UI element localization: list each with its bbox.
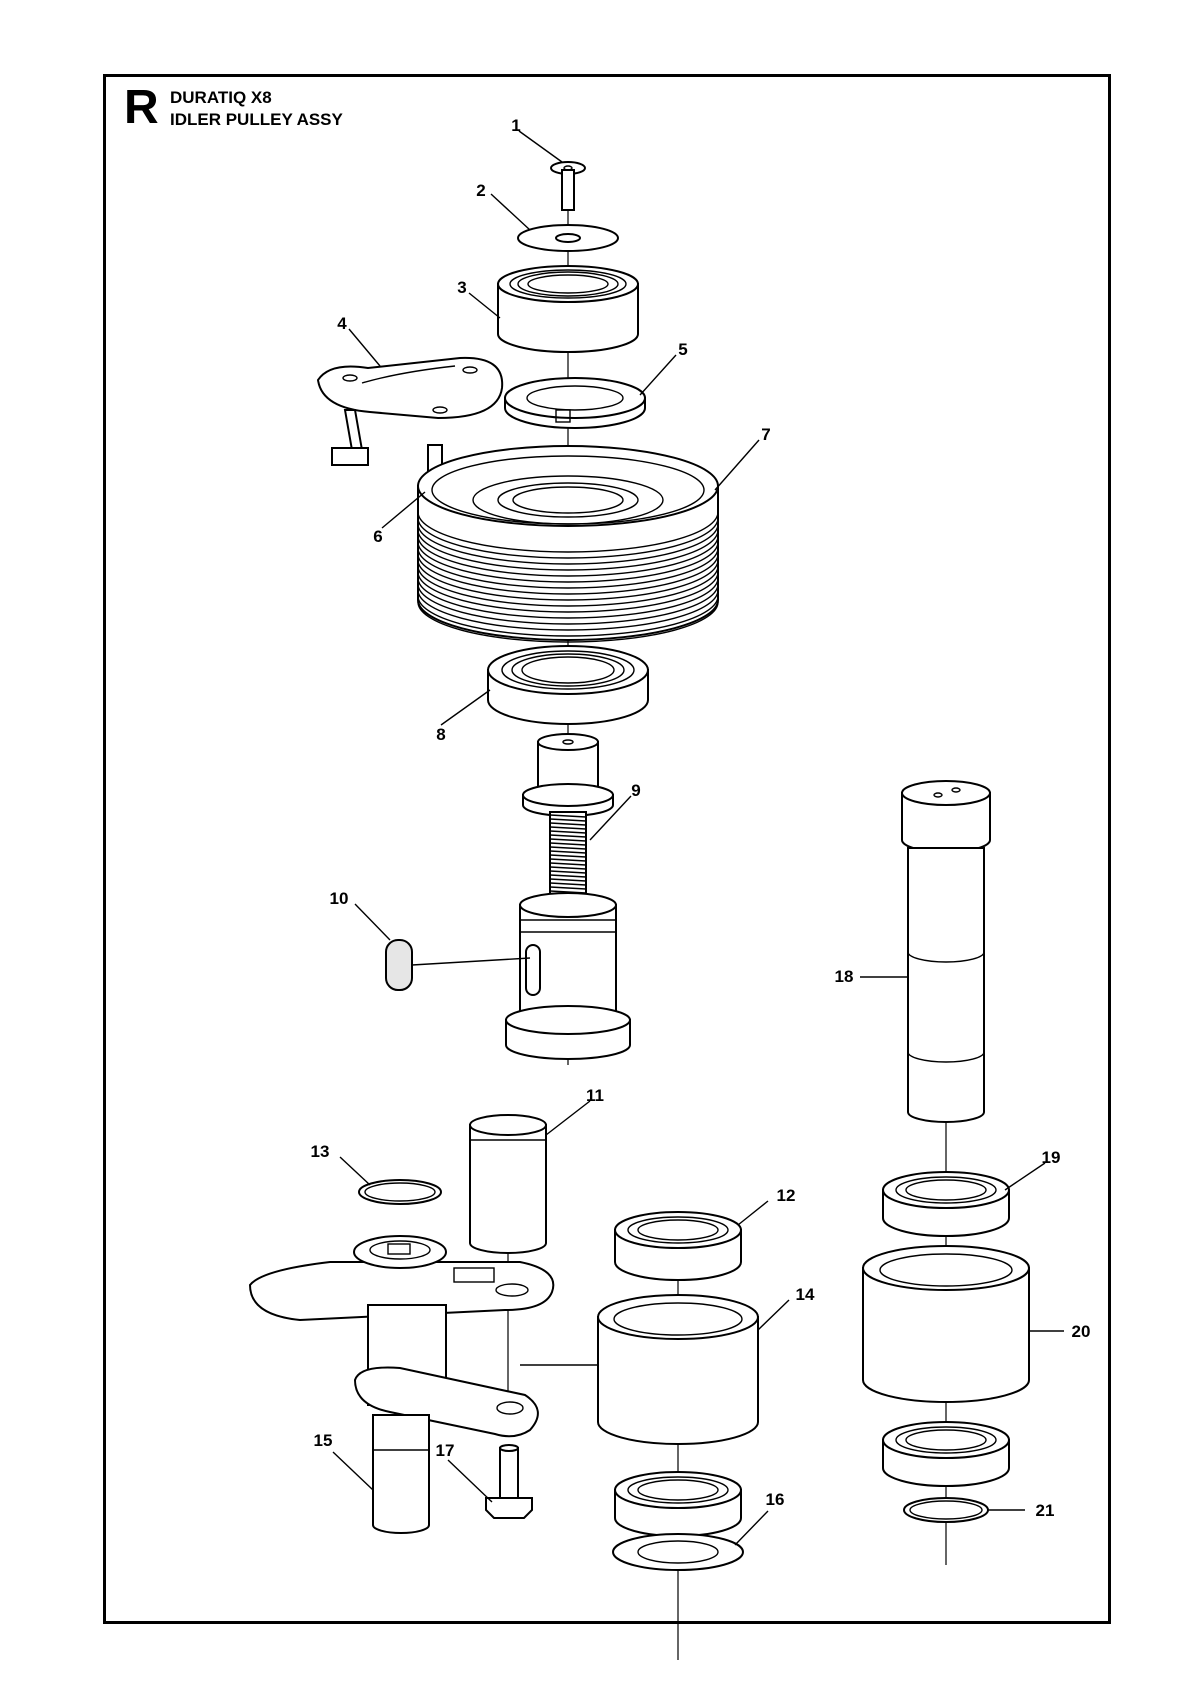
thread-line — [549, 862, 587, 866]
washer-icon — [612, 1533, 744, 1571]
thread-line — [549, 822, 587, 826]
pulley-rib — [417, 553, 719, 595]
callout-12: 12 — [777, 1186, 796, 1205]
callout-21: 21 — [1036, 1501, 1055, 1520]
ball-bearing-icon — [487, 645, 649, 725]
callout-3: 3 — [457, 278, 466, 297]
pulley-rib — [417, 517, 719, 559]
pulley-rib — [417, 583, 719, 625]
pulley-rib — [417, 589, 719, 631]
pivot-pin-icon — [469, 1114, 547, 1254]
thread-line — [549, 870, 587, 874]
pulley-rib — [417, 535, 719, 577]
pulley-rib — [417, 547, 719, 589]
callout-9: 9 — [631, 781, 640, 800]
pulley-rib — [417, 601, 719, 643]
idler-arm-icon — [248, 1235, 555, 1534]
leader-lines — [332, 130, 1064, 1546]
callout-17: 17 — [436, 1441, 455, 1460]
flat-head-screw-icon — [550, 161, 586, 211]
thread-line — [549, 882, 587, 886]
ball-bearing-icon — [614, 1471, 742, 1537]
pulley-rib — [417, 541, 719, 583]
thread-line — [549, 818, 587, 822]
callout-8: 8 — [436, 725, 445, 744]
callout-7: 7 — [761, 425, 770, 444]
callout-11: 11 — [586, 1086, 604, 1105]
thread-line — [549, 886, 587, 890]
snap-ring-icon — [358, 1179, 442, 1205]
callout-numbers: 1 2 3 4 5 6 7 8 9 10 11 12 13 14 15 16 1… — [311, 116, 1091, 1520]
callout-1: 1 — [511, 116, 520, 135]
pulley-rib — [417, 571, 719, 613]
pulley-rib — [417, 577, 719, 619]
callout-14: 14 — [796, 1285, 815, 1304]
cover-plate-icon — [316, 356, 504, 466]
thread-line — [549, 842, 587, 846]
callout-4: 4 — [337, 314, 347, 333]
section-letter: R — [124, 81, 159, 134]
pulley-rib — [417, 523, 719, 565]
thread-line — [549, 814, 587, 818]
thread-line — [549, 866, 587, 870]
pulley-rib — [417, 559, 719, 601]
pulley-rib — [417, 511, 719, 553]
thread-line — [549, 830, 587, 834]
key-icon — [385, 939, 531, 991]
callout-13: 13 — [311, 1142, 330, 1161]
ball-bearing-icon — [882, 1421, 1010, 1487]
callout-19: 19 — [1042, 1148, 1061, 1167]
pulley-grooves — [417, 511, 719, 643]
callout-5: 5 — [678, 340, 687, 359]
callout-15: 15 — [314, 1431, 333, 1450]
thread-line — [549, 838, 587, 842]
thread-line — [549, 858, 587, 862]
callout-6: 6 — [373, 527, 382, 546]
callout-10: 10 — [330, 889, 349, 908]
shaft-icon — [901, 780, 991, 1123]
thread-line — [549, 874, 587, 878]
thread-line — [549, 826, 587, 830]
sleeve-icon — [597, 1294, 759, 1445]
model-title: DURATIQ X8 — [170, 88, 272, 107]
assembly-title: IDLER PULLEY ASSY — [170, 110, 343, 129]
ribbed-pulley-icon — [417, 445, 719, 643]
flange-bolt-icon — [485, 1444, 533, 1519]
thread-line — [549, 850, 587, 854]
ball-bearing-icon — [497, 265, 639, 353]
callout-20: 20 — [1072, 1322, 1091, 1341]
thread-line — [549, 846, 587, 850]
thread-line — [549, 834, 587, 838]
callout-18: 18 — [835, 967, 854, 986]
callout-2: 2 — [476, 181, 485, 200]
ball-bearing-icon — [882, 1171, 1010, 1237]
pulley-rib — [417, 595, 719, 637]
thread-line — [549, 878, 587, 882]
pulley-rib — [417, 529, 719, 571]
threaded-spindle-icon — [505, 733, 631, 1060]
pulley-rib — [417, 565, 719, 607]
callout-16: 16 — [766, 1490, 785, 1509]
bushing-icon — [862, 1245, 1030, 1403]
spacer-ring-icon — [504, 377, 646, 429]
retaining-ring-icon — [903, 1497, 989, 1523]
flat-washer-icon — [517, 224, 619, 252]
diagram-border — [103, 74, 1111, 1624]
thread-line — [549, 854, 587, 858]
ball-bearing-icon — [614, 1211, 742, 1281]
